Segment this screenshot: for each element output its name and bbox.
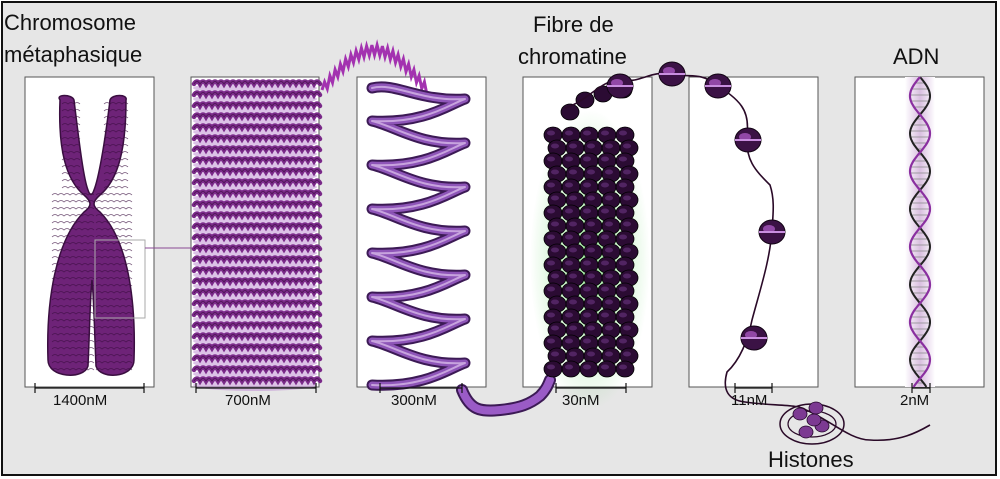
chromosome-shape <box>47 94 136 376</box>
coil-connector <box>320 39 429 96</box>
dna-helix <box>905 76 935 388</box>
loops-700 <box>191 79 323 391</box>
scale-label-2: 2nM <box>900 392 930 409</box>
histones-cluster <box>779 401 845 445</box>
scale-label-700: 700nM <box>225 392 271 409</box>
scale-label-300: 300nM <box>391 392 437 409</box>
scale-label-11: 11nM <box>731 392 768 409</box>
scale-bars <box>34 383 931 393</box>
zoom-box <box>94 239 146 319</box>
label-histones: Histones <box>768 447 854 472</box>
label-chromosome-line1: Chromosome <box>4 10 137 35</box>
label-adn: ADN <box>893 44 940 69</box>
zigzag-300 <box>366 81 471 391</box>
label-chromosome-line2: métaphasique <box>4 42 143 67</box>
fibre-30 <box>530 81 650 410</box>
label-fibre-line2: chromatine <box>518 44 627 69</box>
scale-label-1400: 1400nM <box>53 392 108 409</box>
label-fibre-line1: Fibre de <box>533 12 614 37</box>
nucleosomes <box>606 61 786 351</box>
scale-label-30: 30nM <box>562 392 600 409</box>
